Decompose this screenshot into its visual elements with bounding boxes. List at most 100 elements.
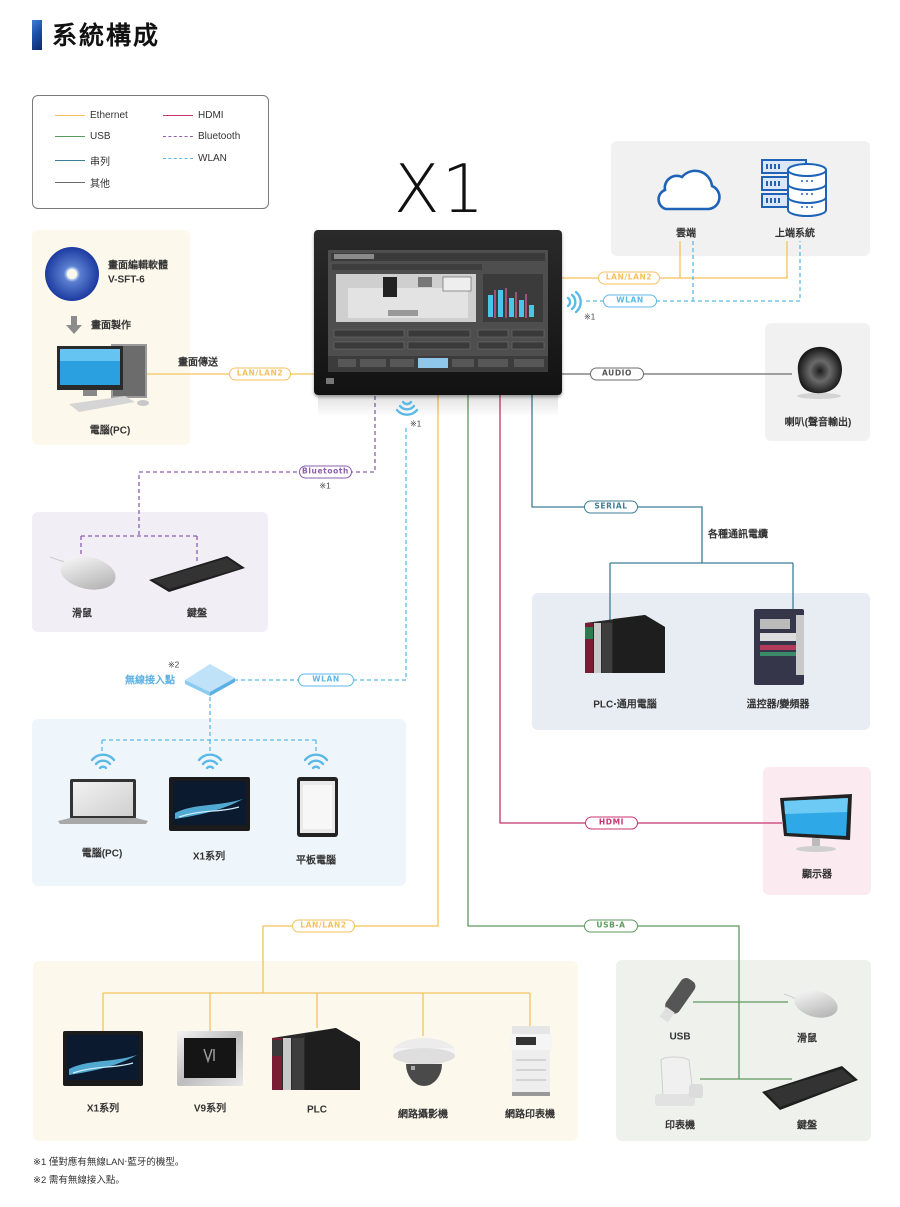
speaker-label: 喇叭(聲音輸出) (784, 417, 852, 429)
cloud-label: 雲端 (676, 228, 696, 240)
wire-serial (531, 395, 794, 620)
mouse-icon (50, 556, 116, 590)
screen-transfer-label: 畫面傳送 (178, 357, 218, 369)
x1-series-icon (169, 777, 250, 831)
x1-main-device (314, 230, 562, 395)
laptop-icon (58, 779, 148, 824)
usb-keyboard-label: 鍵盤 (797, 1120, 817, 1132)
server-database-icon (761, 159, 827, 217)
connection-pill-audio: AUDIO (590, 367, 644, 381)
footnote: ※2 需有無線接入點。 (33, 1175, 125, 1186)
inverter-icon (754, 609, 804, 685)
monitor-label: 顯示器 (802, 869, 832, 881)
v9-series-icon (177, 1031, 243, 1086)
plc-label: PLC‧通用電腦 (593, 699, 657, 711)
mouse-label: 滑鼠 (72, 608, 92, 620)
connection-pill-lan-upper: LAN/LAN2 (598, 271, 660, 285)
connection-pill-wlan-ap: WLAN (298, 673, 354, 687)
connection-pill-bluetooth: Bluetooth (299, 465, 352, 479)
cloud-icon (657, 169, 721, 211)
wifi-icon (303, 753, 329, 770)
access-point-label: 無線接入點 (125, 675, 175, 687)
upper-system-label: 上端系統 (775, 228, 815, 240)
wifi-icon (566, 290, 582, 314)
legend-label: USB (90, 131, 111, 142)
legend-swatch-serial (55, 160, 85, 161)
monitor-icon (780, 794, 852, 852)
software-disc-icon (45, 247, 99, 301)
keyboard-icon (149, 556, 245, 592)
legend-swatch-wlan (163, 158, 193, 159)
legend-item-serial: 串列 (55, 153, 110, 168)
speaker-icon (797, 346, 842, 399)
footnote: ※1 僅對應有無線LAN‧藍牙的機型。 (33, 1157, 185, 1168)
legend-label: 串列 (90, 157, 110, 168)
access-point-icon (185, 664, 235, 696)
connection-pill-hdmi: HDMI (585, 816, 638, 830)
keyboard-label: 鍵盤 (187, 608, 207, 620)
legend-swatch-ethernet (55, 115, 85, 116)
arrow-down-icon (66, 316, 82, 334)
connection-pill-lan-pc: LAN/LAN2 (229, 367, 291, 381)
cable-label: 各種通訊電纜 (708, 529, 768, 541)
legend-item-wlan: WLAN (163, 153, 227, 164)
connection-pill-usb: USB-A (584, 919, 638, 933)
pc-label: 電腦(PC) (89, 425, 131, 437)
page-title: 系統構成 (52, 21, 161, 50)
plc-icon (585, 615, 665, 673)
wire-ethernet-bottom (102, 395, 531, 1036)
legend-label: Ethernet (90, 110, 128, 121)
connection-pill-serial: SERIAL (584, 500, 638, 514)
connection-pill-wlan-upper: WLAN (603, 294, 657, 308)
network-printer-icon (510, 1026, 552, 1096)
legend-label: Bluetooth (198, 131, 241, 142)
wlan-x1-label: X1系列 (192, 851, 226, 863)
keyboard-icon (762, 1066, 858, 1110)
legend-label: HDMI (198, 110, 224, 121)
ethernet-device-label: 網路印表機 (505, 1109, 555, 1121)
title-accent-bar (32, 20, 42, 50)
ap-note: ※2 (168, 660, 180, 670)
note-mark: ※1 (319, 481, 331, 491)
wifi-icon (90, 753, 116, 770)
screen-creation-label: 畫面製作 (91, 320, 131, 332)
software-name: 畫面編輯軟體 (108, 260, 168, 272)
ethernet-device-label: X1系列 (86, 1103, 120, 1115)
plc-icon (272, 1028, 360, 1090)
legend-label: 其他 (90, 179, 110, 190)
x1-logo-mark (326, 378, 334, 384)
x1-reflection (318, 395, 558, 417)
desktop-pc-icon (57, 344, 149, 412)
wifi-icon (197, 753, 223, 770)
network-camera-icon (393, 1038, 455, 1086)
legend: Ethernet HDMI USB Bluetooth 串列 WLAN 其他 (32, 95, 269, 209)
note-mark: ※1 (584, 312, 596, 322)
legend-item-usb: USB (55, 131, 111, 142)
group-serial-devices (532, 593, 870, 730)
mouse-icon (784, 990, 838, 1018)
legend-swatch-other (55, 182, 85, 183)
legend-item-other: 其他 (55, 175, 110, 190)
usb-mouse-label: 滑鼠 (797, 1033, 817, 1045)
legend-swatch-usb (55, 136, 85, 137)
x1-screen (328, 250, 548, 372)
legend-label: WLAN (198, 153, 227, 164)
legend-swatch-bluetooth (163, 136, 193, 137)
ethernet-device-label: V9系列 (193, 1103, 227, 1115)
legend-swatch-hdmi (163, 115, 193, 116)
printer-icon (655, 1056, 703, 1106)
legend-item-ethernet: Ethernet (55, 110, 128, 121)
note-mark: ※1 (410, 419, 422, 429)
usb-label: USB (669, 1031, 691, 1043)
usb-stick-icon (659, 977, 696, 1023)
controller-label: 溫控器/變頻器 (746, 699, 810, 711)
connection-pill-lan-bottom: LAN/LAN2 (292, 919, 355, 933)
usb-printer-label: 印表機 (665, 1120, 695, 1132)
x1-series-icon (63, 1031, 143, 1086)
software-code: V-SFT-6 (108, 274, 145, 286)
legend-item-hdmi: HDMI (163, 110, 224, 121)
wlan-pc-label: 電腦(PC) (81, 848, 123, 860)
tablet-icon (297, 777, 338, 837)
wlan-tablet-label: 平板電腦 (296, 855, 336, 867)
product-name: X1 (393, 150, 487, 228)
